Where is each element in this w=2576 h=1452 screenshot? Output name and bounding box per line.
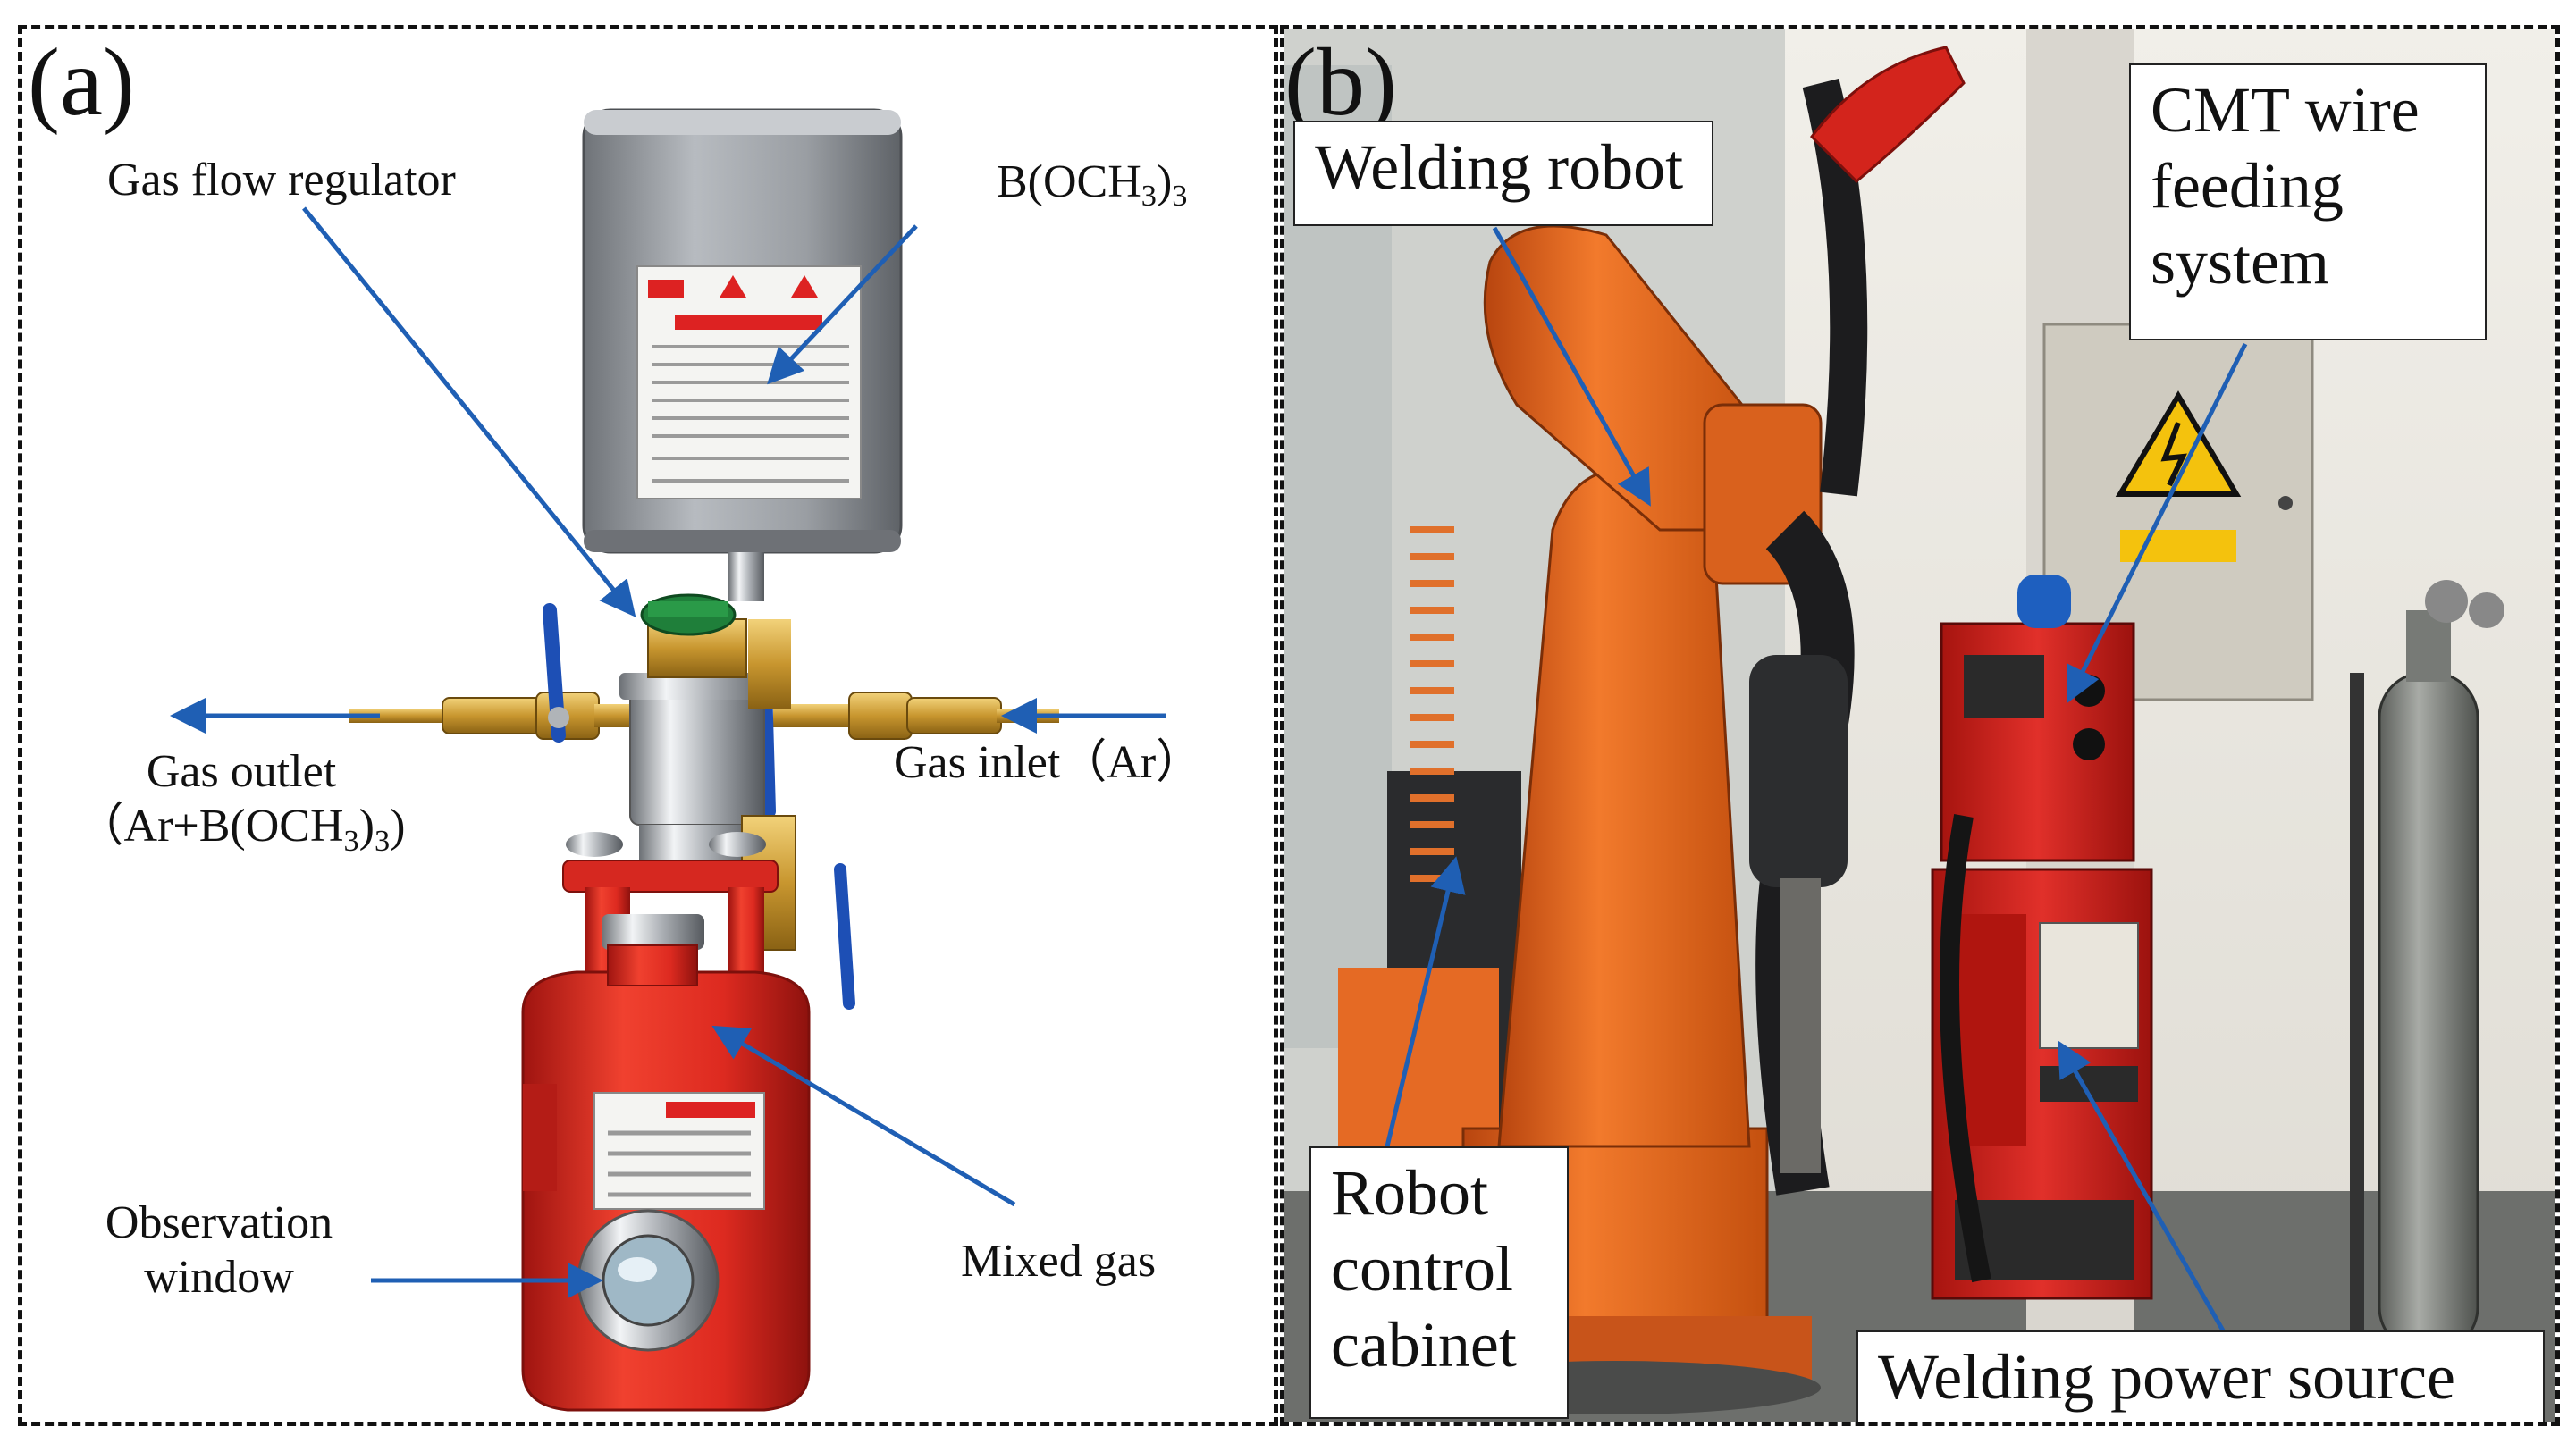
gas-mixer-illustration: [170, 108, 1166, 1412]
background-window: [1284, 65, 1392, 1048]
feeder-cable: [1940, 814, 1991, 1283]
arrow-gas-flow-regulator: [302, 206, 636, 617]
arrow-precursor: [767, 224, 918, 385]
panel-b: (b) Welding robot CMT wire feeding syste…: [1280, 25, 2560, 1426]
welding-torch-neck: [1780, 878, 1821, 1173]
arrow-mixed-gas: [711, 1025, 1016, 1207]
arrow-robot-control-cabinet: [1385, 856, 1466, 1147]
arrow-welding-robot: [1492, 226, 1651, 507]
flow-meter: [619, 618, 775, 860]
label-gas-outlet: Gas outlet （Ar+B(OCH3)3): [77, 746, 406, 858]
annotation-arrows-b: [1385, 226, 2248, 1332]
panel-a: (a) Gas flow regulator B(OCH3)3 Gas outl…: [18, 25, 1278, 1426]
label-observation-window: Observation window: [105, 1197, 333, 1304]
cylinder-flange: [562, 832, 779, 893]
welding-torch-body: [1749, 655, 1848, 887]
arrow-cmt-feeder: [2067, 342, 2248, 703]
label-cmt-wire-feeding-system: CMT wire feeding system: [2129, 63, 2487, 340]
panel-a-label: (a): [28, 29, 135, 136]
annotation-arrows: [170, 206, 1166, 1298]
label-gas-flow-regulator: Gas flow regulator: [107, 155, 456, 206]
canister-neck: [728, 552, 764, 601]
arrow-power-source: [2058, 1040, 2226, 1332]
label-mixed-gas: Mixed gas: [961, 1236, 1157, 1287]
label-precursor: B(OCH3)3: [997, 156, 1188, 214]
label-welding-power-source: Welding power source: [1856, 1330, 2545, 1422]
panel-b-label: (b): [1284, 29, 1397, 136]
label-welding-robot: Welding robot: [1293, 121, 1713, 226]
valve-handle-left: [543, 603, 569, 743]
precursor-canister: [582, 108, 903, 554]
label-gas-inlet: Gas inlet（Ar）: [894, 737, 1203, 788]
balance-spring: [1410, 526, 1454, 882]
regulator-knob: [640, 593, 737, 636]
label-robot-control-cabinet: Robot control cabinet: [1309, 1146, 1569, 1419]
brass-fitting-upper: [748, 619, 791, 709]
power-source: [1931, 868, 2153, 1300]
gas-bottle: [2350, 580, 2504, 1354]
observation-port: [577, 1209, 720, 1352]
cable-clamp: [1810, 46, 1966, 184]
